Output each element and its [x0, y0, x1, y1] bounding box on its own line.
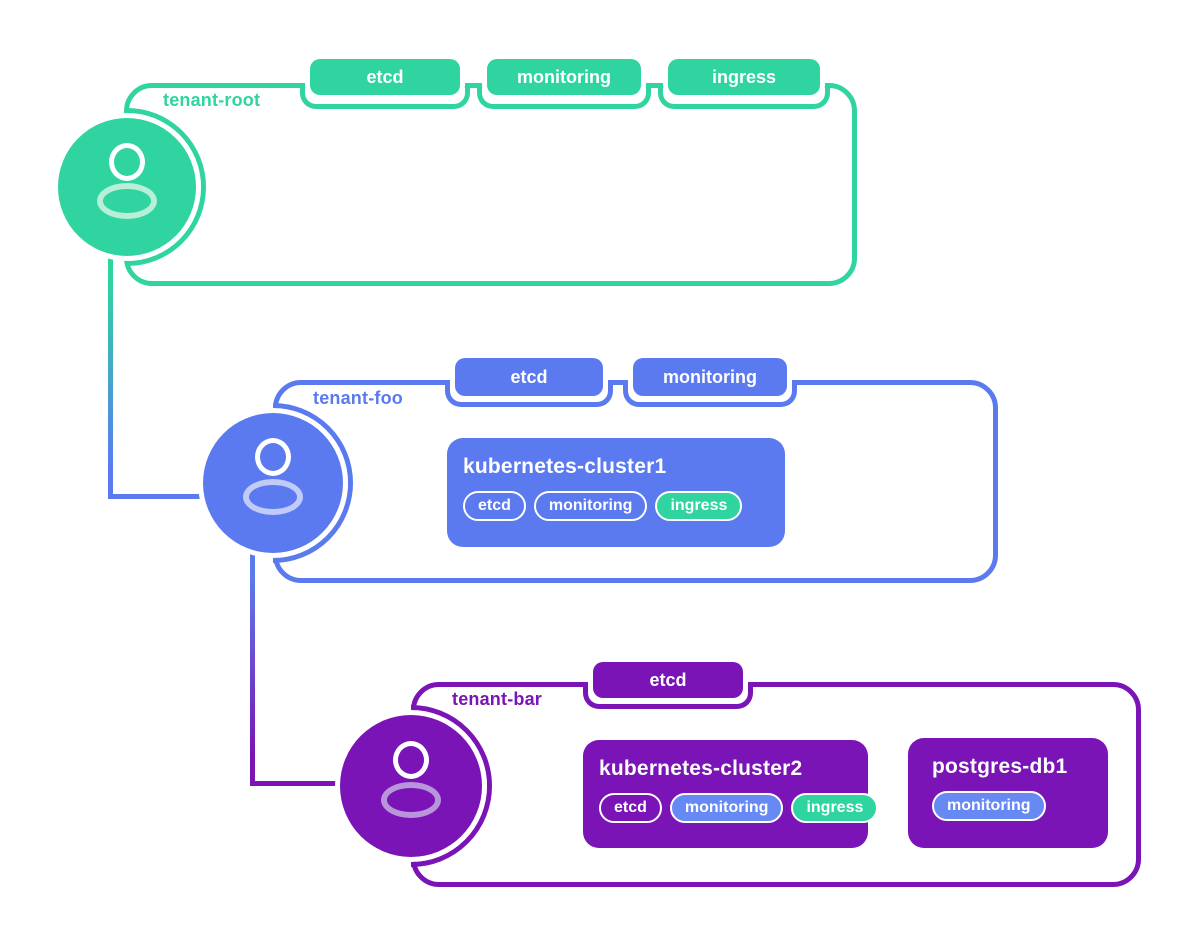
pill-etcd: etcd [599, 793, 662, 823]
tenant-bar-tag-etcd: etcd [593, 662, 743, 698]
pill-ingress: ingress [655, 491, 743, 521]
pill-row: monitoring [932, 791, 1092, 821]
tenant-foo-user-icon [203, 413, 343, 553]
pill-ingress: ingress [791, 793, 879, 823]
node-postgres-db1: postgres-db1 monitoring [908, 738, 1108, 848]
tag-pocket [583, 682, 753, 709]
pill-row: etcd monitoring ingress [463, 491, 769, 521]
node-title: kubernetes-cluster2 [599, 757, 803, 780]
user-body-icon [381, 781, 441, 818]
pill-monitoring: monitoring [669, 793, 784, 823]
tenant-bar-label: tenant-bar [452, 689, 543, 709]
pill-monitoring: monitoring [932, 791, 1046, 821]
tenant-root-label: tenant-root [163, 90, 261, 110]
node-title: postgres-db1 [932, 755, 1068, 778]
tenant-foo-label: tenant-foo [313, 388, 403, 408]
tag-pocket [623, 380, 797, 407]
pill-etcd: etcd [463, 491, 526, 521]
tenant-foo-tag-monitoring: monitoring [633, 358, 787, 396]
tenant-root-container [124, 83, 857, 286]
node-kubernetes-cluster2: kubernetes-cluster2 etcd monitoring ingr… [583, 740, 879, 848]
tag-pocket [477, 83, 651, 109]
pill-monitoring: monitoring [533, 491, 648, 521]
user-body-icon [243, 478, 303, 515]
pill-row: etcd monitoring ingress [599, 793, 879, 823]
connector-foo-bar-vertical [250, 548, 255, 786]
tag-pocket [658, 83, 830, 109]
node-kubernetes-cluster1: kubernetes-cluster1 etcd monitoring ingr… [447, 438, 785, 547]
tag-pocket [445, 380, 613, 407]
tenant-root-tag-ingress: ingress [668, 59, 820, 95]
tenant-root-tag-monitoring: monitoring [487, 59, 641, 95]
user-head-icon [109, 142, 145, 181]
tenant-root-tag-etcd: etcd [310, 59, 460, 95]
connector-root-foo-horizontal [108, 494, 207, 499]
tag-pocket [300, 83, 470, 109]
user-head-icon [393, 740, 429, 779]
tenant-foo-tag-etcd: etcd [455, 358, 603, 396]
tenant-bar-user-icon [340, 715, 482, 857]
connector-root-foo-vertical [108, 250, 113, 499]
connector-foo-bar-horizontal [250, 781, 336, 786]
node-title: kubernetes-cluster1 [463, 455, 667, 478]
user-body-icon [97, 182, 157, 219]
tenant-root-user-icon [58, 118, 196, 256]
user-head-icon [255, 438, 291, 477]
